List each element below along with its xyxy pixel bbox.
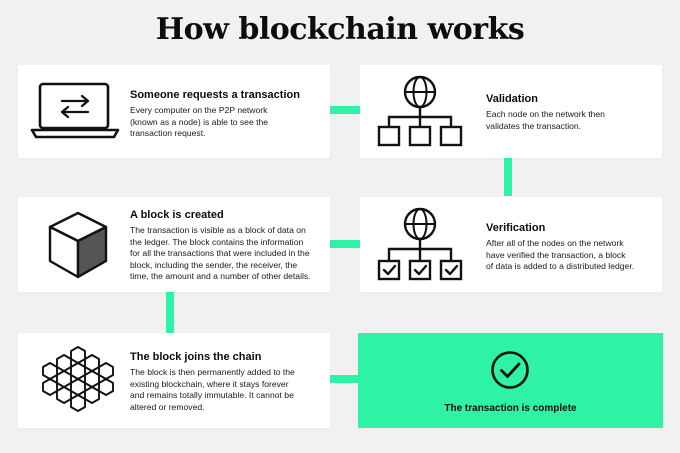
step-card-block-created: A block is created The transaction is vi… <box>18 197 330 292</box>
step-heading: Someone requests a transaction <box>130 89 300 101</box>
step-description: The transaction is visible as a block of… <box>130 225 311 282</box>
step-heading: Verification <box>486 222 546 234</box>
connector-request-validation <box>329 106 361 114</box>
globe-checks-icon <box>372 205 468 290</box>
connector-verification-block <box>329 240 361 248</box>
laptop-transfer-icon <box>30 81 120 148</box>
step-description: The block is then permanently added to t… <box>130 367 295 412</box>
step-description: Every computer on the P2P network(known … <box>130 105 269 139</box>
transaction-complete-box: The transaction is complete <box>358 333 663 428</box>
step-card-verification: Verification After all of the nodes on t… <box>360 197 662 292</box>
cube-block-icon <box>42 207 114 290</box>
check-circle-icon <box>489 349 531 396</box>
step-card-joins-chain: The block joins the chain The block is t… <box>18 333 330 428</box>
connector-validation-verification <box>504 158 512 196</box>
connector-chain-complete <box>329 375 361 383</box>
step-heading: Validation <box>486 93 538 105</box>
step-card-request: Someone requests a transaction Every com… <box>18 65 330 158</box>
step-heading: A block is created <box>130 209 224 221</box>
globe-network-icon <box>372 73 468 156</box>
block-chain-icon <box>36 345 120 422</box>
step-card-validation: Validation Each node on the network then… <box>360 65 662 158</box>
diagram-title: How blockchain works <box>155 12 525 47</box>
connector-block-chain <box>166 291 174 333</box>
step-heading: The block joins the chain <box>130 351 262 363</box>
transaction-complete-label: The transaction is complete <box>444 403 577 414</box>
